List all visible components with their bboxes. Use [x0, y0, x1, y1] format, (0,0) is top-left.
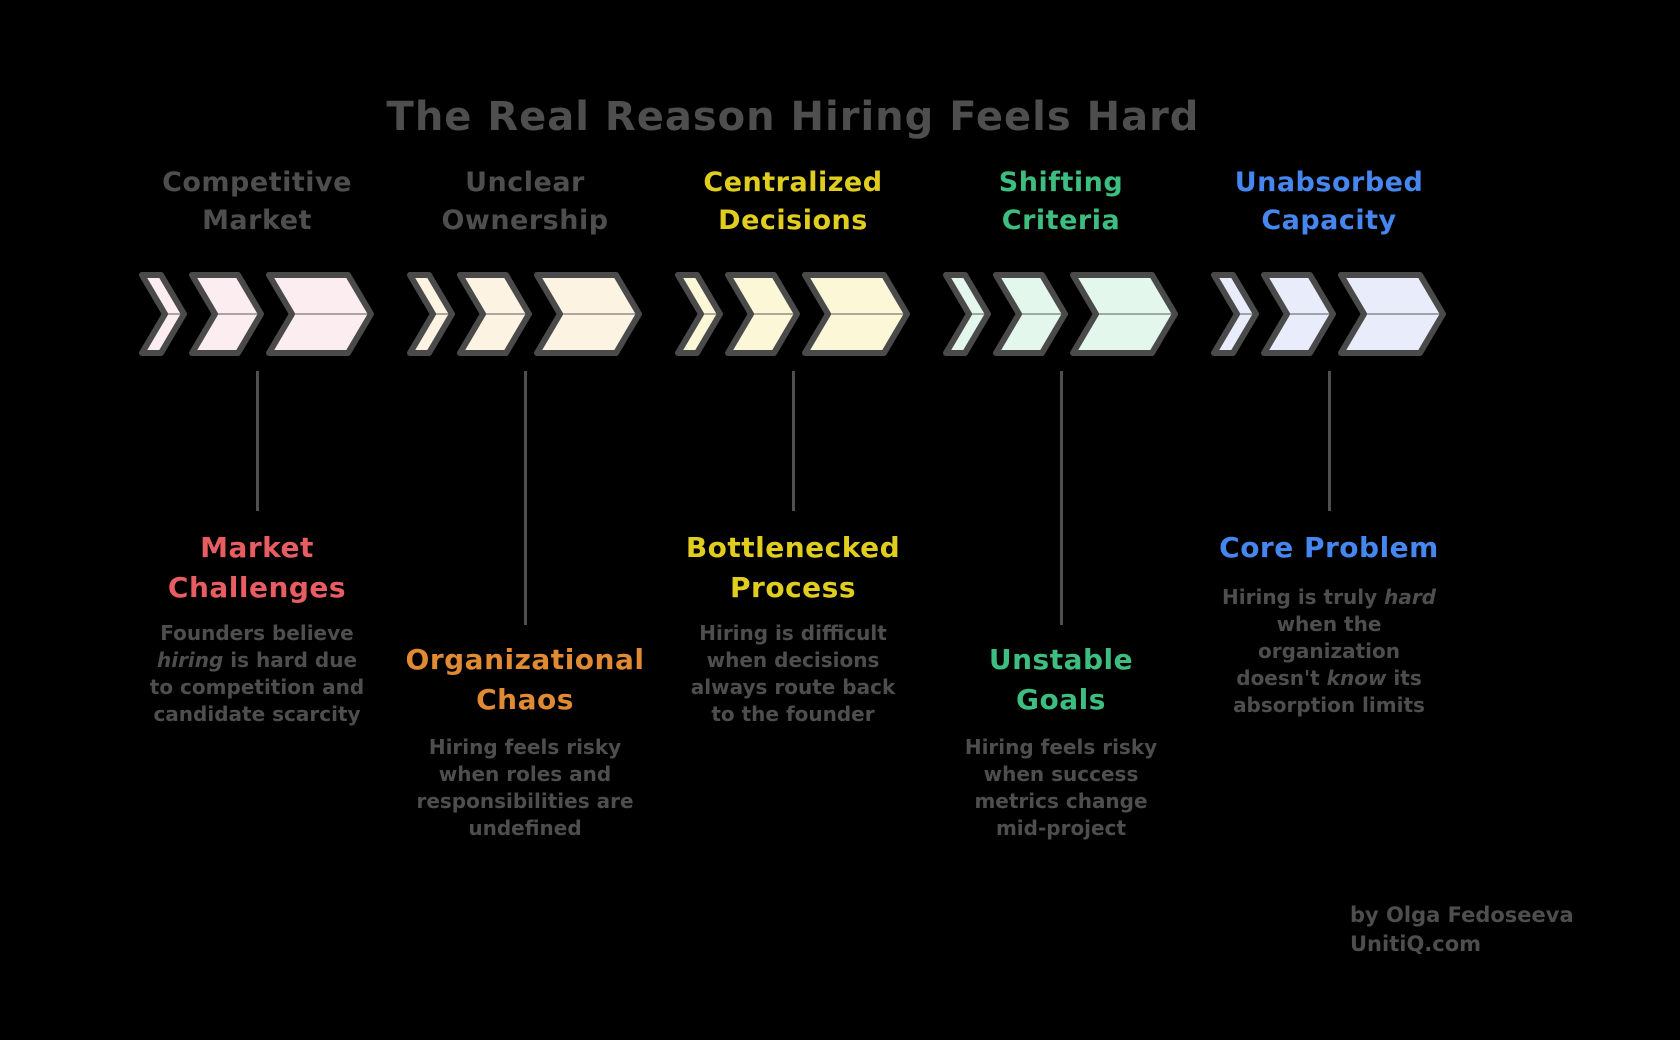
chevron-small: [407, 272, 455, 356]
connector-line: [255, 371, 259, 511]
column-header: Competitive Market: [162, 167, 352, 236]
chevron-large: [534, 272, 642, 356]
column-header: Unabsorbed Capacity: [1234, 167, 1424, 236]
column-description: Hiring feels risky when roles and respon…: [416, 735, 634, 840]
column-unclear-ownership: Unclear Ownership Organizational Chaos H…: [391, 0, 659, 1040]
column-header: Shifting Criteria: [998, 167, 1124, 236]
column-description: Hiring feels risky when success metrics …: [964, 735, 1158, 840]
chevron-medium: [457, 272, 532, 356]
column-description: Founders believe hiring is hard due to c…: [149, 621, 365, 726]
chevron-medium: [725, 272, 800, 356]
column-unabsorbed-capacity: Unabsorbed Capacity Core Problem Hiring …: [1195, 0, 1463, 1040]
credit-byline: by Olga Fedoseeva: [1350, 903, 1574, 927]
column-label: Organizational Chaos: [405, 643, 645, 716]
chevron-small: [675, 272, 723, 356]
credit: by Olga Fedoseeva UnitiQ.com: [1350, 901, 1574, 959]
chevron-large: [1070, 272, 1178, 356]
column-label: Core Problem: [1219, 531, 1439, 564]
column-shifting-criteria: Shifting Criteria Unstable Goals Hiring …: [927, 0, 1195, 1040]
column-competitive-market: Competitive Market Market Challenges Fou…: [123, 0, 391, 1040]
column-centralized-decisions: Centralized Decisions Bottlenecked Proce…: [659, 0, 927, 1040]
page-title: The Real Reason Hiring Feels Hard: [386, 94, 1200, 140]
chevron-large: [266, 272, 374, 356]
chevrons-icon: [675, 272, 910, 356]
chevrons-icon: [139, 272, 374, 356]
column-description: Hiring is truly hard when the organizati…: [1222, 585, 1436, 717]
connector-line: [523, 371, 527, 625]
chevron-medium: [189, 272, 264, 356]
chevron-small: [139, 272, 187, 356]
connector-line: [791, 371, 795, 511]
chevrons-icon: [1211, 272, 1446, 356]
column-header: Centralized Decisions: [703, 167, 883, 236]
chevron-medium: [993, 272, 1068, 356]
credit-site: UnitiQ.com: [1350, 932, 1482, 956]
column-description: Hiring is difficult when decisions alway…: [690, 621, 896, 726]
chevrons-icon: [943, 272, 1178, 356]
connector-line: [1059, 371, 1063, 625]
chevron-small: [1211, 272, 1259, 356]
column-header: Unclear Ownership: [441, 167, 609, 236]
chevron-medium: [1261, 272, 1336, 356]
column-label: Bottlenecked Process: [685, 531, 901, 604]
chevron-small: [943, 272, 991, 356]
chevron-large: [1338, 272, 1446, 356]
column-label: Unstable Goals: [988, 643, 1134, 716]
column-label: Market Challenges: [167, 531, 347, 604]
connector-line: [1327, 371, 1331, 511]
chevrons-icon: [407, 272, 642, 356]
chevron-large: [802, 272, 910, 356]
